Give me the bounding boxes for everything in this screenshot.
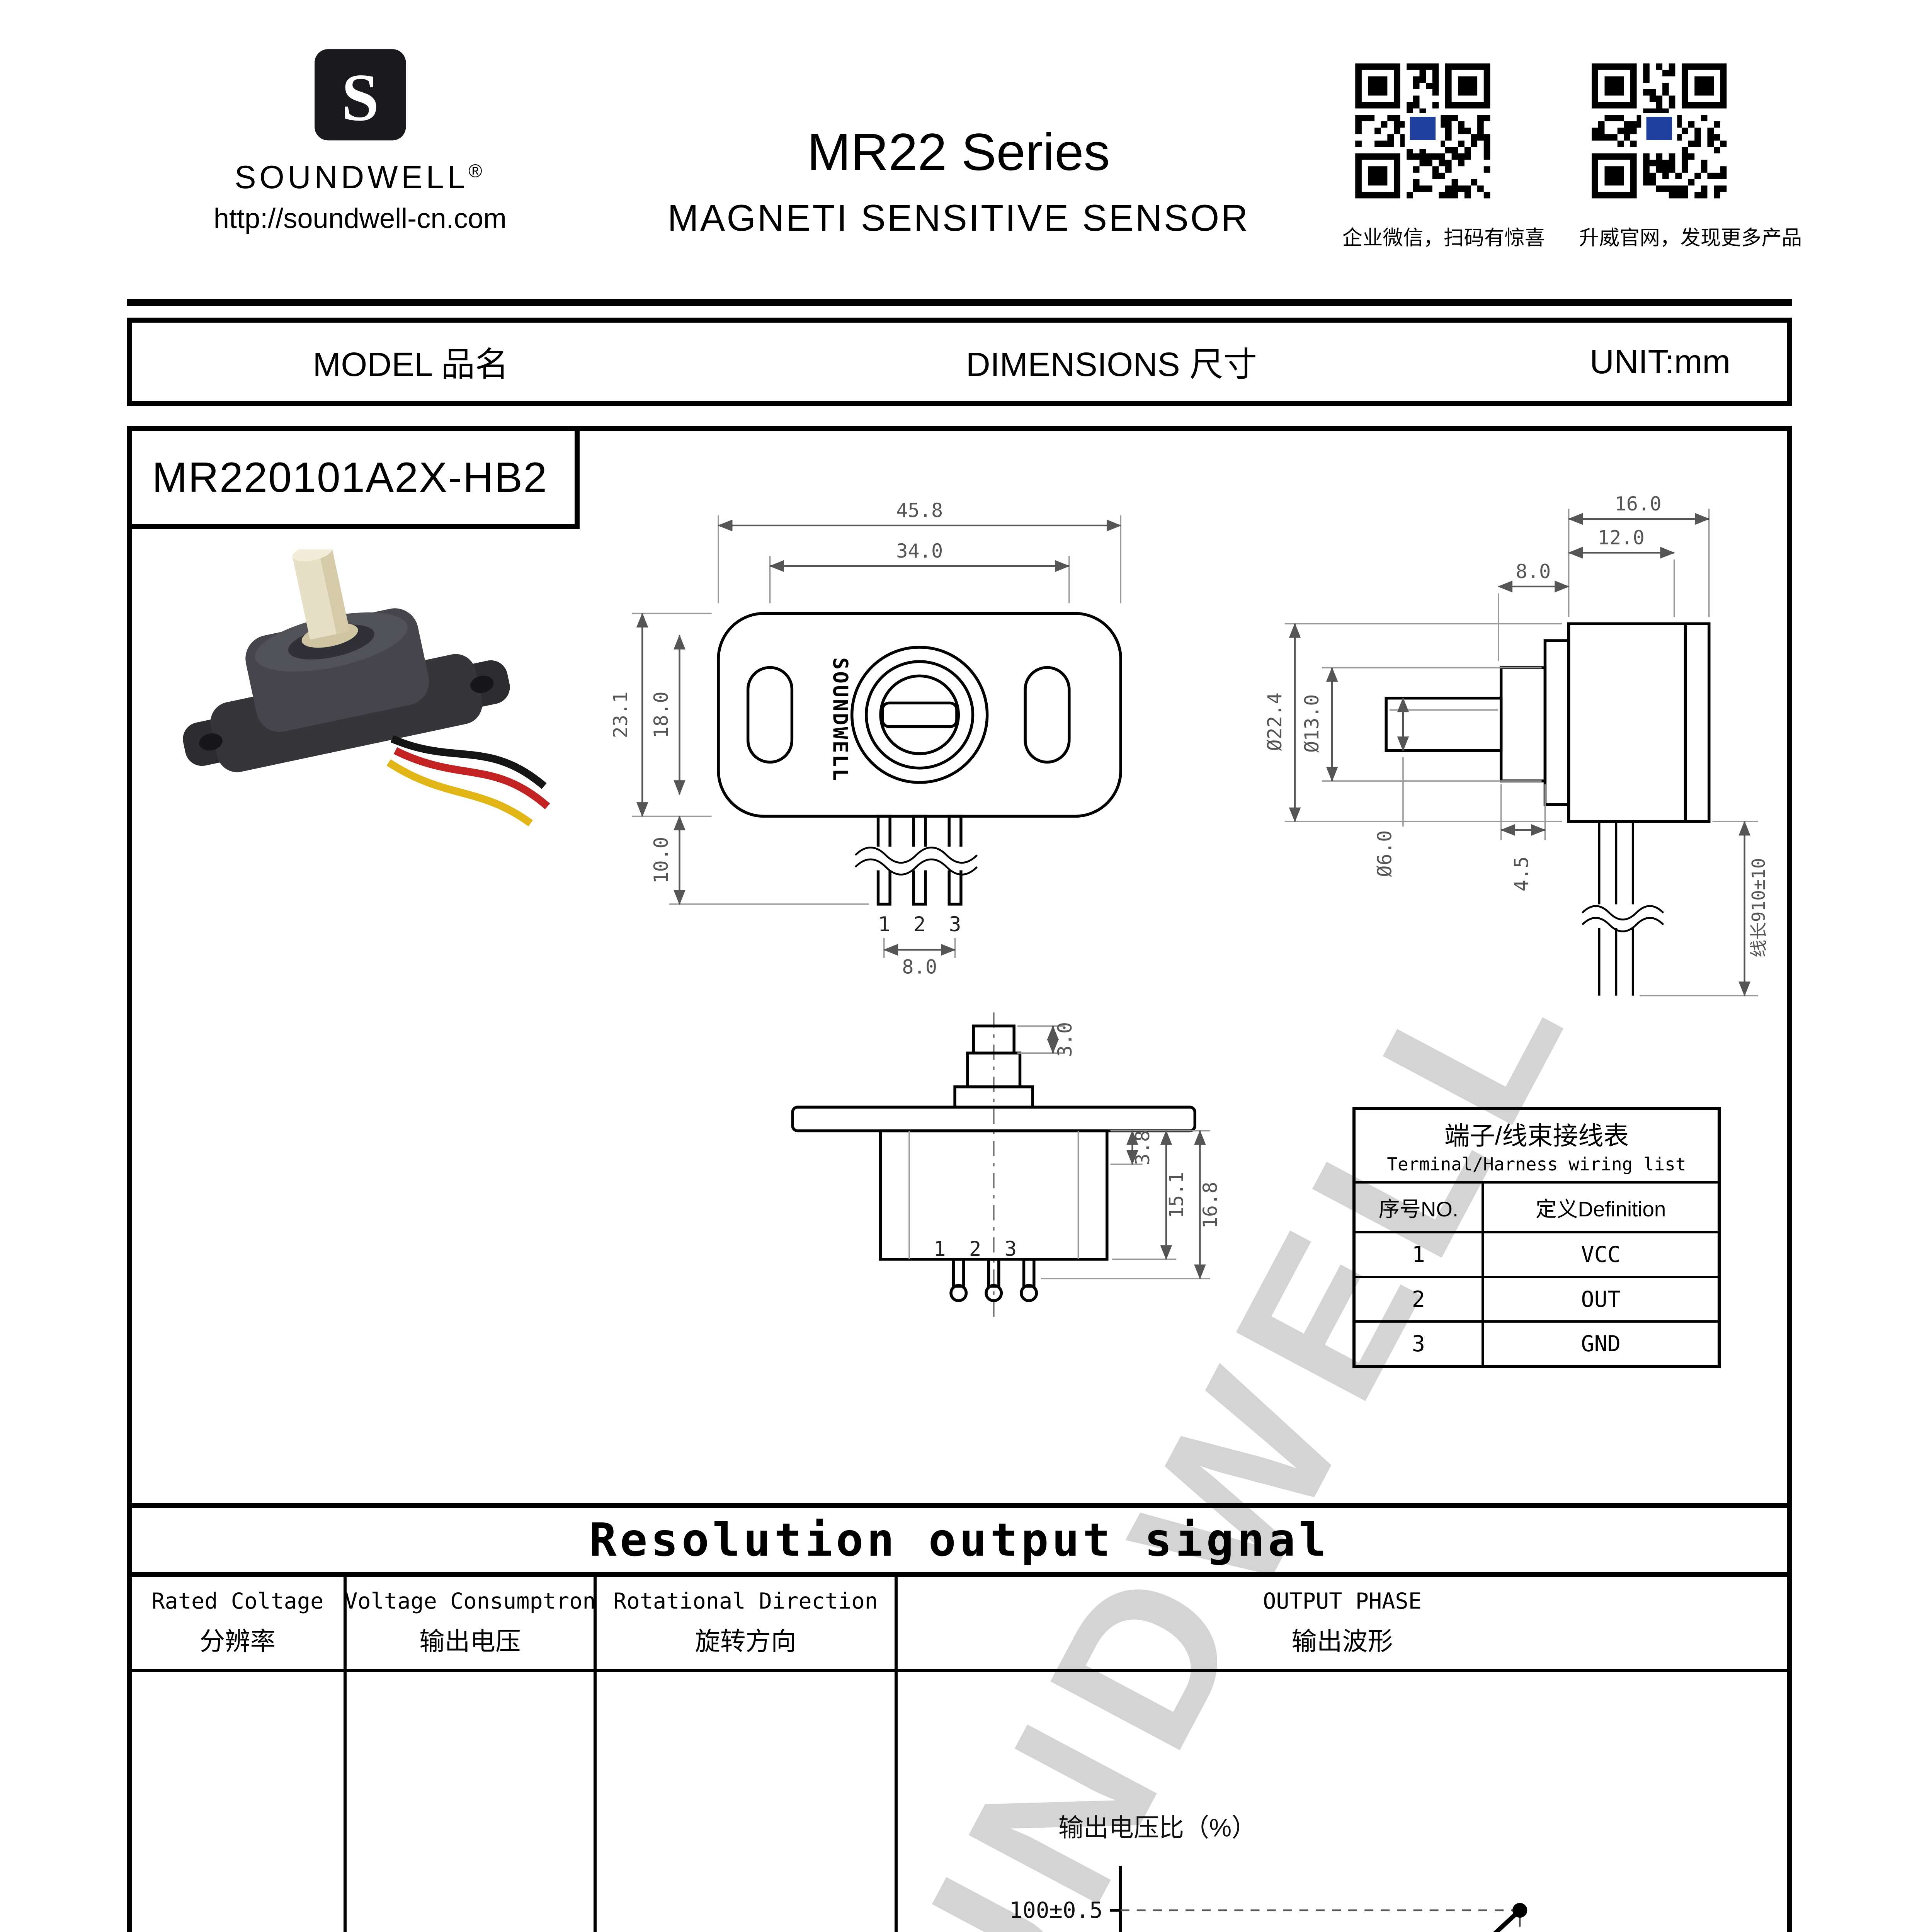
dimensions-label: DIMENSIONS 尺寸 bbox=[966, 345, 1257, 384]
dimensions-section: MR220101A2X-HB2 bbox=[127, 426, 1792, 1508]
unit-label: UNIT:mm bbox=[1589, 342, 1731, 381]
qr-code-website bbox=[1579, 51, 1740, 211]
side-wires bbox=[1579, 821, 1664, 996]
bottom-view-drawing: 1 2 3 3.0 3.8 15.1 16.8 bbox=[791, 1012, 1222, 1317]
doc-title: MR22 Series bbox=[807, 122, 1110, 181]
dim-label: 4.5 bbox=[1510, 856, 1533, 891]
output-phase-chart: 输出电压比（%） CW角度（°） 0°180°360°0±0.550±0.510… bbox=[1009, 1813, 1527, 1932]
pin-number: 2 bbox=[969, 1237, 981, 1261]
side-view-outline bbox=[1385, 622, 1711, 823]
dim-label: 3.0 bbox=[1053, 1022, 1076, 1057]
wiring-title-cn: 端子/线束接线表 bbox=[1444, 1122, 1629, 1150]
soundwell-logo-icon: S bbox=[314, 49, 406, 141]
front-body-label: SOUNDWELL bbox=[828, 658, 852, 783]
svg-text:100±0.5: 100±0.5 bbox=[1009, 1897, 1102, 1923]
resolution-section-title: Resolution output signal bbox=[127, 1503, 1792, 1577]
wire-red bbox=[394, 747, 550, 809]
spec-output-phase-cell: 输出电压比（%） CW角度（°） 0°180°360°0±0.550±0.510… bbox=[898, 1672, 1787, 1932]
pin-number: 1 bbox=[934, 1237, 946, 1261]
logo-wordmark: SOUNDWELL® bbox=[235, 159, 486, 196]
pin-number: 3 bbox=[949, 913, 961, 936]
spec-value-direction: C.W （顺时针方向） bbox=[597, 1672, 898, 1932]
front-pins bbox=[852, 815, 991, 906]
dim-label: Ø22.4 bbox=[1263, 692, 1286, 751]
wiring-pin-def: VCC bbox=[1581, 1242, 1621, 1267]
dim-label: 3.8 bbox=[1131, 1130, 1154, 1165]
chart-plot: 0°180°360°0±0.550±0.5100±0.5 bbox=[1009, 1866, 1527, 1932]
wiring-header-row: 序号NO. 定义Definition bbox=[1355, 1184, 1718, 1233]
dim-label: 18.0 bbox=[650, 692, 672, 738]
pin-number: 2 bbox=[913, 913, 926, 936]
header-url[interactable]: http://soundwell-cn.com bbox=[213, 203, 507, 234]
wiring-pin-def: GND bbox=[1581, 1331, 1621, 1357]
pin-number: 1 bbox=[878, 913, 890, 936]
wiring-row: 1 VCC bbox=[1355, 1233, 1718, 1278]
dim-label: 15.1 bbox=[1165, 1172, 1188, 1218]
wiring-pin-no: 2 bbox=[1356, 1278, 1484, 1321]
registered-mark: ® bbox=[468, 160, 486, 182]
header: S SOUNDWELL® http://soundwell-cn.com MR2… bbox=[0, 0, 1917, 304]
dim-label: 8.0 bbox=[902, 956, 937, 978]
svg-text:S: S bbox=[341, 60, 379, 135]
model-label: MODEL 品名 bbox=[313, 345, 509, 384]
qr-caption-wechat: 企业微信，扫码有惊喜 bbox=[1342, 226, 1545, 250]
wiring-title: 端子/线束接线表 Terminal/Harness wiring list bbox=[1355, 1110, 1718, 1184]
wiring-table: 端子/线束接线表 Terminal/Harness wiring list 序号… bbox=[1352, 1107, 1721, 1369]
qr-code-wechat bbox=[1342, 51, 1503, 211]
spec-value-voltage: 5V bbox=[347, 1672, 597, 1932]
dim-label: 10.0 bbox=[650, 837, 672, 884]
qr-figure-website: 升威官网，发现更多产品 bbox=[1579, 51, 1802, 251]
dim-label: 线长910±10 bbox=[1748, 858, 1769, 957]
wire-black bbox=[390, 735, 547, 789]
chart-title: 输出电压比（%） bbox=[1058, 1813, 1257, 1842]
front-view-drawing: 45.8 34.0 SOUNDWELL 23.1 18.0 10.0 bbox=[609, 499, 1122, 978]
wiring-pin-def: OUT bbox=[1581, 1286, 1621, 1312]
dim-label: 23.1 bbox=[609, 692, 632, 738]
wiring-pin-no: 3 bbox=[1356, 1323, 1484, 1366]
wire-yellow bbox=[386, 759, 533, 827]
model-dimensions-band: MODEL 品名 DIMENSIONS 尺寸 UNIT:mm bbox=[127, 318, 1792, 406]
dim-label: Ø6.0 bbox=[1373, 830, 1396, 877]
qr-figure-wechat: 企业微信，扫码有惊喜 bbox=[1342, 51, 1545, 251]
dim-label: 8.0 bbox=[1516, 560, 1551, 583]
wiring-col-no: 序号NO. bbox=[1356, 1184, 1484, 1231]
wiring-col-def: 定义Definition bbox=[1536, 1197, 1666, 1221]
wiring-title-en: Terminal/Harness wiring list bbox=[1387, 1153, 1686, 1175]
header-divider bbox=[127, 299, 1792, 306]
dim-label: 34.0 bbox=[896, 540, 943, 563]
bottom-pins bbox=[949, 1258, 1038, 1302]
wiring-row: 2 OUT bbox=[1355, 1278, 1718, 1323]
wiring-pin-no: 1 bbox=[1356, 1233, 1484, 1276]
dim-label: 16.0 bbox=[1614, 492, 1661, 515]
side-view-drawing: 16.0 12.0 8.0 Ø22.4 Ø13.0 Ø6. bbox=[1263, 492, 1769, 997]
spec-value-resolution: 12 Bit bbox=[132, 1672, 347, 1932]
title-block: MR22 Series MAGNETI SENSITIVE SENSOR bbox=[558, 122, 1359, 240]
qr-block: 企业微信，扫码有惊喜 升威官网，发现更多产品 bbox=[1342, 51, 1802, 251]
doc-subtitle: MAGNETI SENSITIVE SENSOR bbox=[667, 197, 1250, 239]
front-view-outline bbox=[717, 612, 1122, 818]
wiring-row: 3 GND bbox=[1356, 1323, 1718, 1366]
dim-label: 12.0 bbox=[1598, 526, 1645, 549]
dim-label: Ø13.0 bbox=[1300, 694, 1323, 753]
dim-label: 45.8 bbox=[896, 499, 943, 522]
pin-number: 3 bbox=[1005, 1237, 1017, 1261]
product-photo bbox=[183, 549, 550, 827]
model-name: MR220101A2X-HB2 bbox=[132, 431, 580, 529]
qr-caption-website: 升威官网，发现更多产品 bbox=[1579, 226, 1802, 250]
logo-block: S SOUNDWELL® http://soundwell-cn.com bbox=[199, 44, 520, 235]
dim-label: 16.8 bbox=[1199, 1182, 1222, 1228]
